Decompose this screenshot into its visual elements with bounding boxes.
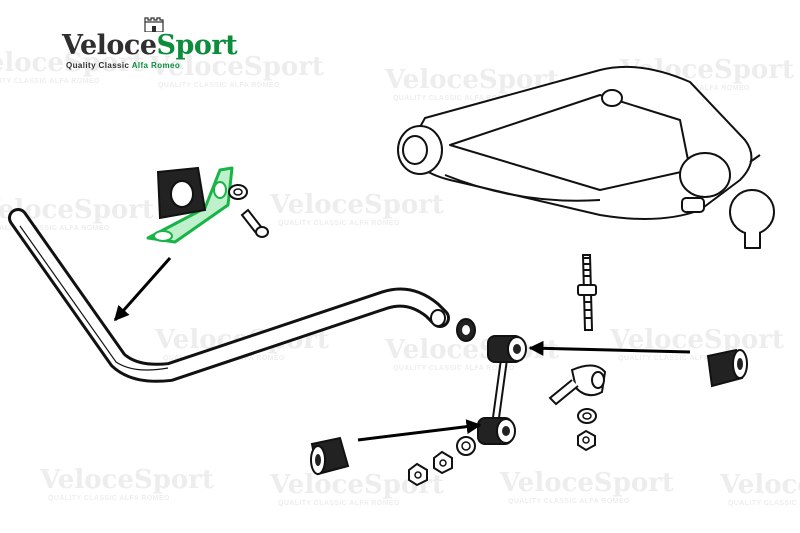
brand-logo: VeloceSport Quality Classic Alfa Romeo xyxy=(56,14,238,76)
ball-joint-stud xyxy=(548,364,607,406)
upper-wishbone xyxy=(397,65,775,249)
arrow-icon xyxy=(357,419,482,442)
double-stud xyxy=(577,254,597,331)
drop-link xyxy=(477,335,527,445)
upper-bushing xyxy=(706,348,748,388)
brand-name-part2: Sport xyxy=(156,30,238,61)
arrow-icon xyxy=(113,257,172,322)
mount-bushing xyxy=(156,166,207,220)
nut xyxy=(408,462,428,487)
anti-roll-bar xyxy=(8,208,450,383)
brand-name: VeloceSport xyxy=(62,30,238,61)
brand-tagline-part2: Alfa Romeo xyxy=(131,61,181,70)
nut xyxy=(433,450,453,475)
castle-icon xyxy=(144,17,164,32)
lower-bushing xyxy=(310,436,350,476)
mount-bolt xyxy=(240,208,269,238)
brand-name-part1: Veloce xyxy=(62,30,157,61)
nut xyxy=(577,429,596,452)
washer xyxy=(577,408,597,424)
arrow-icon xyxy=(528,340,691,356)
mount-washer xyxy=(228,184,248,200)
bar-end-bushing xyxy=(456,318,476,342)
washer xyxy=(456,436,476,456)
brand-tagline: Quality Classic Alfa Romeo xyxy=(66,61,180,70)
brand-tagline-part1: Quality Classic xyxy=(66,61,132,70)
